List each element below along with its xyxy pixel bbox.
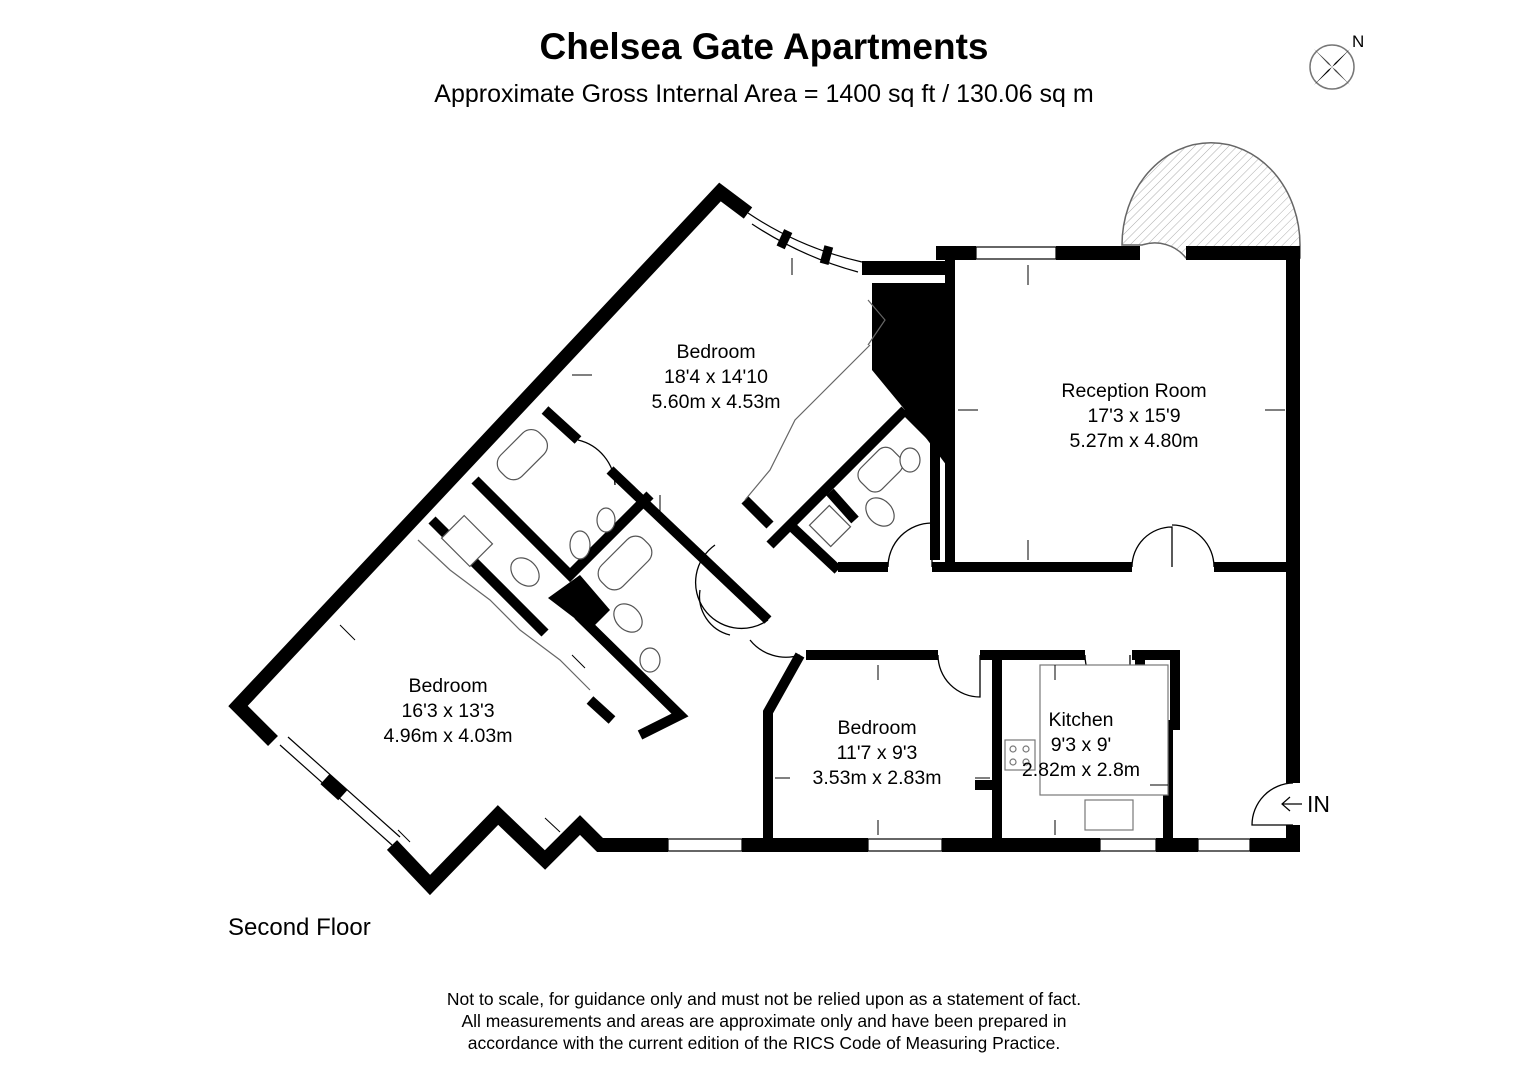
entrance-marker: IN [1281,791,1330,817]
room-label-reception: Reception Room 17'3 x 15'9 5.27m x 4.80m [1061,380,1206,452]
room-name: Reception Room [1061,380,1206,402]
room-size-imperial: 9'3 x 9' [1051,734,1112,756]
room-label-kitchen: Kitchen 9'3 x 9' 2.82m x 2.8m [1022,709,1140,781]
room-label-bedroom-2: Bedroom 16'3 x 13'3 4.96m x 4.03m [384,675,513,747]
room-size-imperial: 17'3 x 15'9 [1087,405,1180,427]
floor-label: Second Floor [228,914,371,941]
north-compass-icon: N [1309,32,1364,90]
balcony [1121,142,1301,259]
room-size-metric: 5.60m x 4.53m [652,391,781,413]
wardrobe-doors [417,299,886,691]
room-name: Bedroom [837,717,916,739]
bathroom-fixtures [440,428,921,673]
room-size-metric: 3.53m x 2.83m [813,767,942,789]
room-label-bedroom-3: Bedroom 11'7 x 9'3 3.53m x 2.83m [813,717,942,789]
service-ducts [548,283,950,630]
room-size-imperial: 18'4 x 14'10 [664,366,768,388]
plan-title: Chelsea Gate Apartments [539,26,989,67]
room-name: Bedroom [408,675,487,697]
room-size-imperial: 16'3 x 13'3 [401,700,494,722]
room-label-bedroom-1: Bedroom 18'4 x 14'10 5.60m x 4.53m [652,341,781,413]
entrance-label: IN [1307,791,1330,817]
exterior-walls [228,182,1300,896]
room-size-metric: 2.82m x 2.8m [1022,759,1140,781]
disclaimer: Not to scale, for guidance only and must… [0,988,1528,1054]
gross-area-subtitle: Approximate Gross Internal Area = 1400 s… [434,80,1094,108]
room-size-metric: 5.27m x 4.80m [1070,430,1199,452]
disclaimer-line: accordance with the current edition of t… [467,1033,1061,1053]
room-size-imperial: 11'7 x 9'3 [837,742,918,764]
disclaimer-line: All measurements and areas are approxima… [461,1011,1067,1031]
room-name: Kitchen [1048,709,1113,731]
compass-north-label: N [1352,32,1364,51]
room-size-metric: 4.96m x 4.03m [384,725,513,747]
disclaimer-line: Not to scale, for guidance only and must… [446,989,1082,1009]
window-mullions [320,229,834,801]
dimension-markers [339,258,1285,843]
room-name: Bedroom [676,341,755,363]
kitchen-fixtures [1004,664,1169,831]
